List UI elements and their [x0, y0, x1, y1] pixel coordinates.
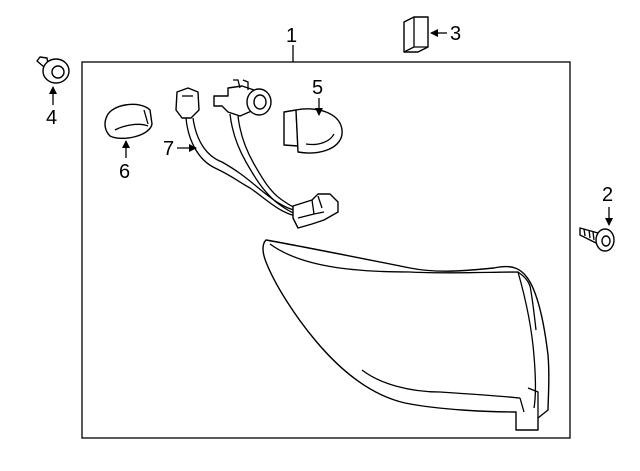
svg-text:4: 4 [46, 107, 57, 129]
svg-text:6: 6 [119, 161, 130, 183]
callout-7: 7 [163, 138, 197, 160]
callout-3: 3 [430, 23, 461, 45]
svg-text:5: 5 [312, 77, 323, 99]
svg-text:1: 1 [286, 25, 297, 47]
screw-part [579, 227, 615, 252]
callout-1: 1 [286, 25, 297, 62]
bulb-part-6 [104, 103, 153, 140]
svg-text:7: 7 [163, 138, 174, 160]
tail-lamp-housing [262, 239, 550, 431]
callout-6: 6 [119, 140, 130, 183]
callout-5: 5 [312, 77, 323, 116]
clip-part [403, 16, 429, 53]
wiring-harness-part [175, 79, 339, 229]
svg-text:3: 3 [450, 23, 461, 45]
assembly-frame [81, 61, 571, 439]
bulb-part-5 [283, 108, 343, 154]
push-nut-part [36, 56, 70, 84]
callout-4: 4 [46, 86, 57, 129]
callout-2: 2 [602, 184, 613, 226]
svg-text:2: 2 [602, 184, 613, 206]
